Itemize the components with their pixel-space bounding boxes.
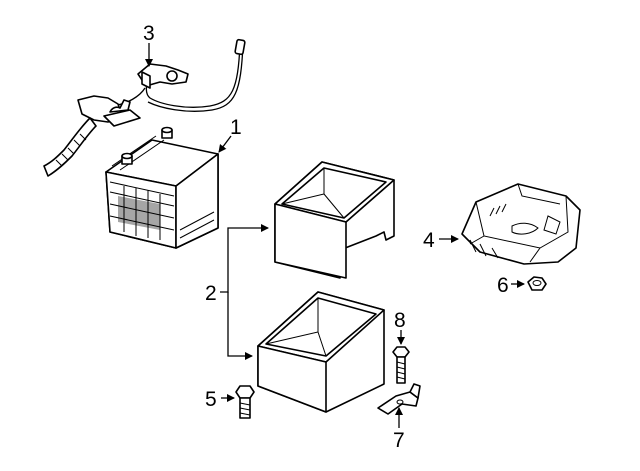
callout-6: 6 [497,274,509,297]
leader-2-upper [220,224,269,293]
callout-5: 5 [205,388,217,411]
leader-2-lower [227,292,253,360]
callout-4: 4 [423,229,435,252]
nut-part[interactable] [527,276,547,291]
callout-8: 8 [394,309,406,332]
battery-insulator-part[interactable] [274,161,395,279]
callout-1: 1 [230,116,242,139]
battery-tray-part[interactable] [461,183,581,265]
callout-7: 7 [393,429,405,452]
battery-cable-part[interactable] [43,38,246,177]
battery-part[interactable] [105,126,219,249]
battery-tray-box-part[interactable] [257,291,385,413]
callout-labels: 3 1 2 4 6 8 5 7 [143,22,509,452]
leader-lines [145,43,525,428]
leader-1 [218,135,232,153]
callout-2: 2 [205,282,217,305]
bolt-part-5[interactable] [235,385,255,419]
hold-down-clamp-part[interactable] [377,383,421,415]
bolt-part-8[interactable] [392,346,410,384]
callout-3: 3 [143,22,155,45]
